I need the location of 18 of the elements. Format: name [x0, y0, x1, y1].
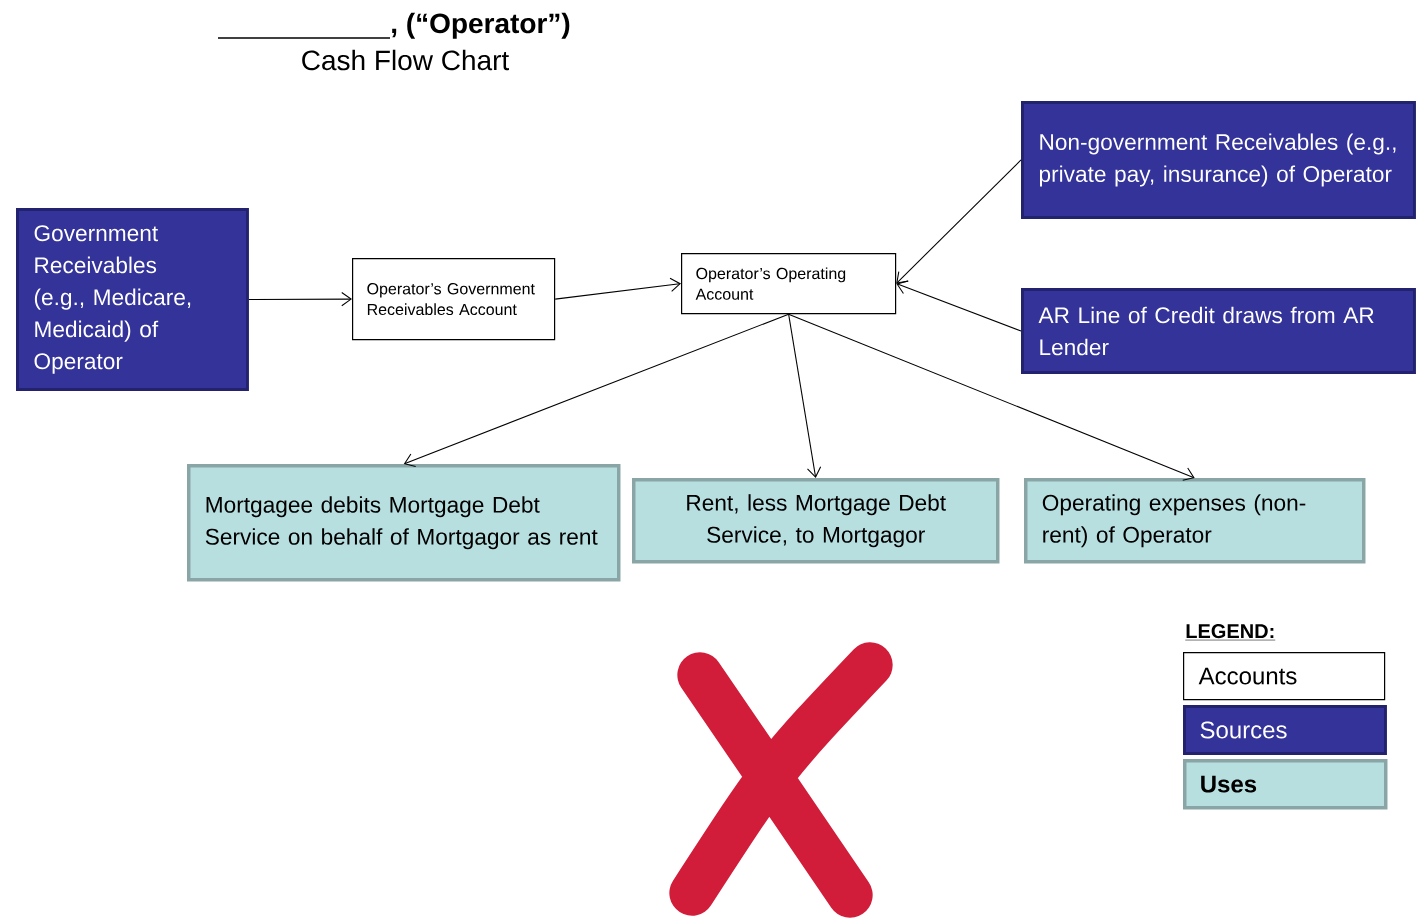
arrow — [788, 313, 1195, 481]
account-box: Operator’s Government Receivables Account — [352, 258, 556, 341]
source-box: Non-government Receivables (e.g., private pay, insurance) of Operator — [1021, 101, 1416, 219]
source-box: AR Line of Credit draws from AR Lender — [1021, 288, 1416, 374]
use-box: Mortgagee debits Mortgage Debt Service on behalf of Mortgagor as rent — [187, 464, 621, 582]
arrow — [896, 280, 1022, 332]
arrow — [403, 313, 790, 468]
arrow — [788, 313, 822, 478]
use-box: Operating expenses (non-rent) of Operator — [1024, 478, 1366, 564]
use-box: Rent, less Mortgage Debt Service, to Mortgagor — [632, 478, 1000, 564]
account-box: Operator’s Operating Account — [681, 253, 897, 315]
arrow — [554, 277, 681, 300]
source-box: Government Receivables (e.g., Medicare, Medicaid) of Operator — [16, 208, 249, 391]
legend-heading: LEGEND: — [1185, 624, 1276, 641]
arrow — [248, 291, 352, 307]
title: Cash Flow Chart — [302, 49, 509, 71]
arrow — [896, 159, 1022, 284]
heading: , (“Operator”) — [392, 12, 570, 39]
